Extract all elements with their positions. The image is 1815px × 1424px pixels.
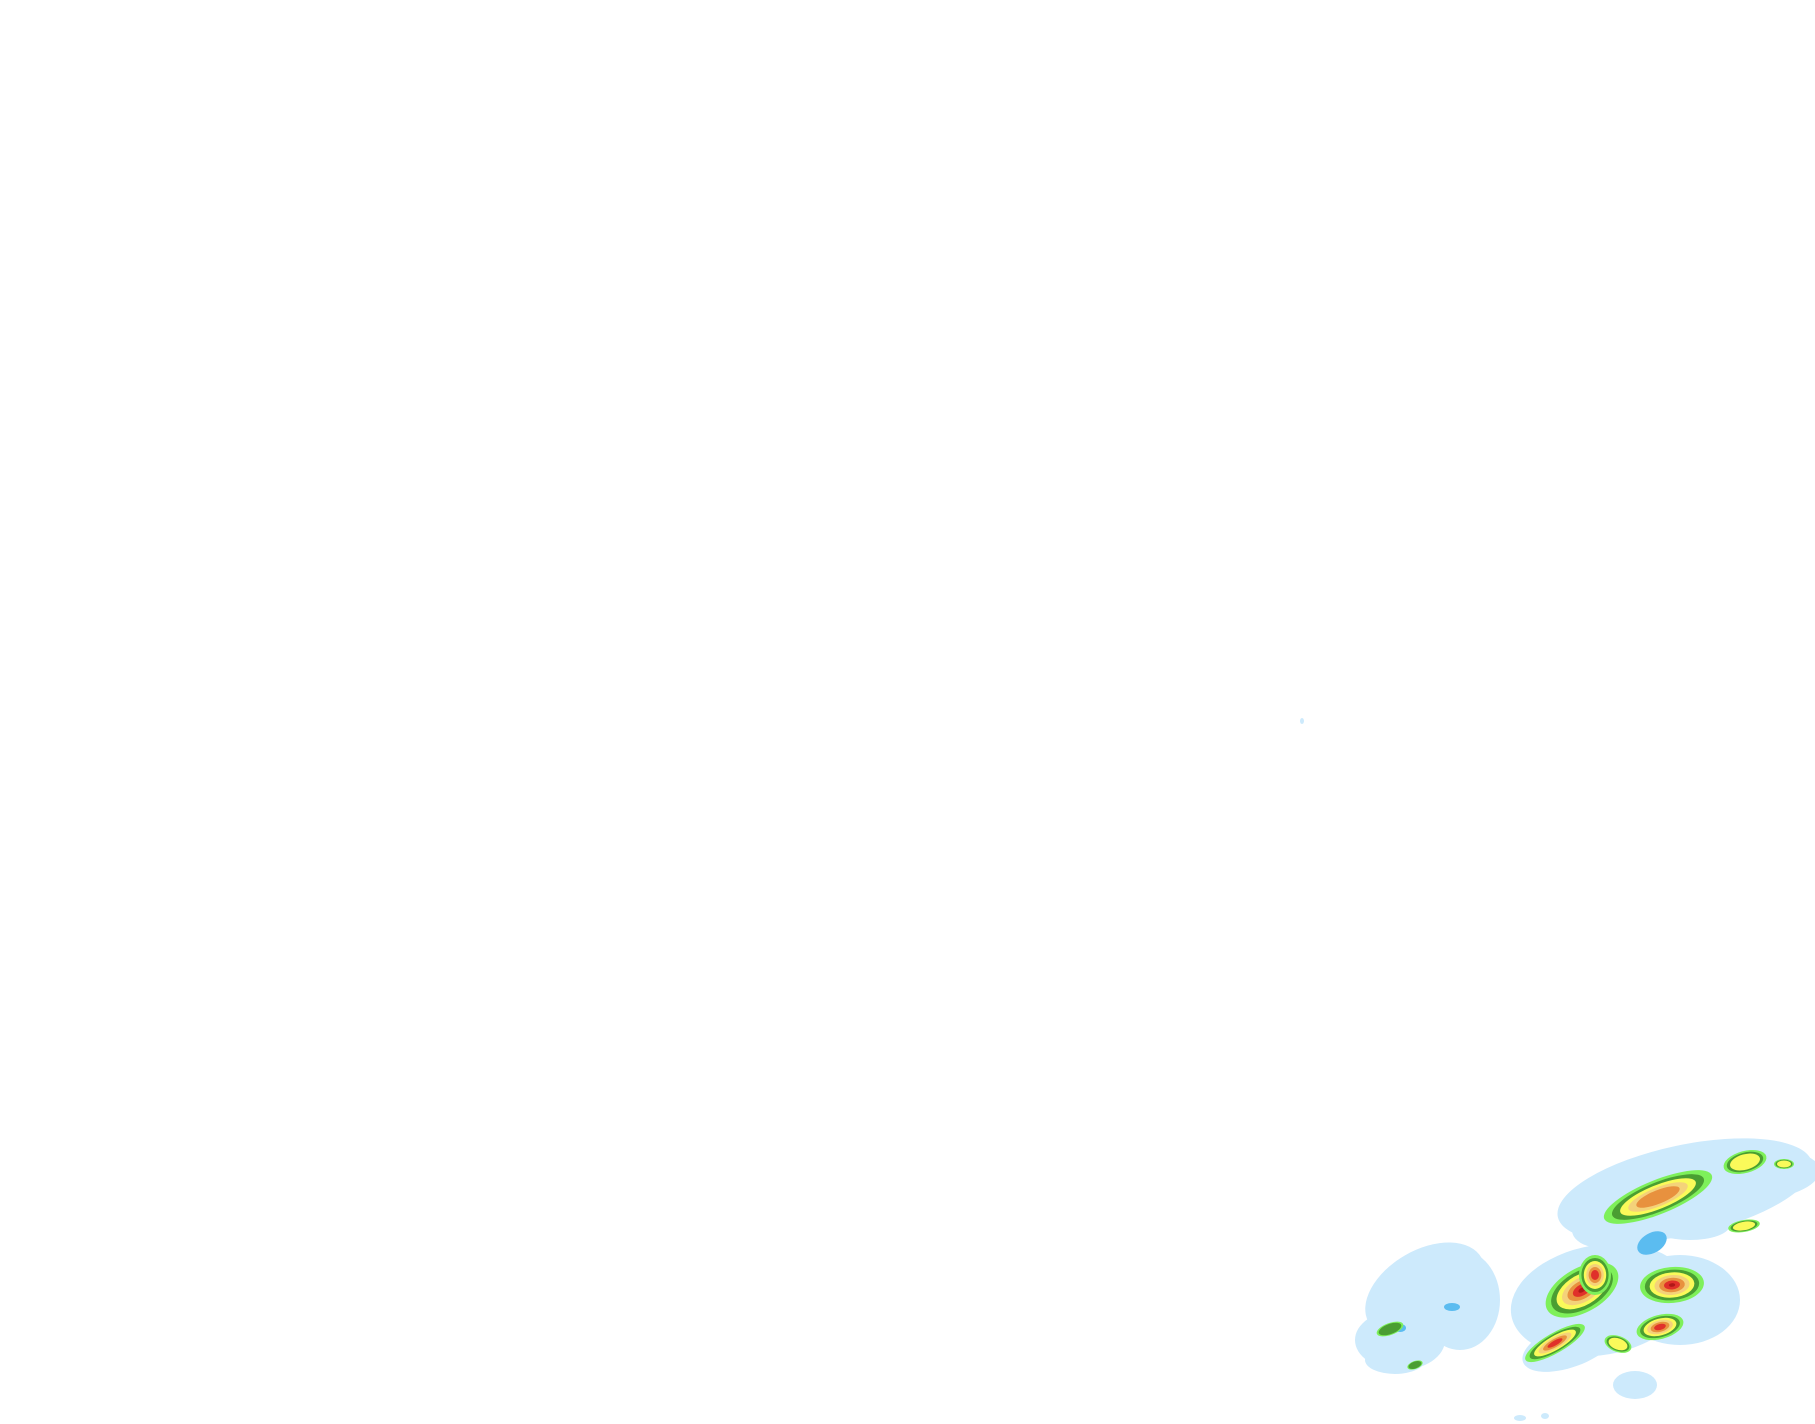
moderate-rain-patch-0 [1637, 1231, 1667, 1255]
light-rain-area-9 [1613, 1371, 1657, 1399]
light-rain-area-5 [1420, 1250, 1500, 1350]
storm-cell-west-1-level-1 [1378, 1322, 1402, 1336]
storm-cell-north-level-2 [1729, 1153, 1761, 1171]
light-rain-area-11 [1365, 1346, 1425, 1374]
storm-cell-central-north-level-5 [1591, 1270, 1599, 1280]
light-rain-area-14 [1541, 1413, 1549, 1419]
storm-cell-right-level-6 [1668, 1283, 1676, 1287]
moderate-rain-patch-1 [1444, 1303, 1460, 1311]
storm-cell-lower-right-level-5 [1654, 1323, 1666, 1331]
storm-cell-lower-left-level-5 [1547, 1338, 1563, 1348]
storm-cell-northeast-level-4 [1636, 1186, 1680, 1208]
light-rain-area-12 [1300, 718, 1304, 724]
light-rain-area-13 [1514, 1415, 1526, 1421]
storm-cell-west-2-level-1 [1408, 1361, 1422, 1369]
storm-cell-far-northeast-level-2 [1777, 1160, 1791, 1168]
light-rain-area-10 [1650, 1210, 1730, 1240]
storm-cell-small-south-level-2 [1608, 1337, 1628, 1351]
storm-cell-east-level-2 [1732, 1221, 1756, 1231]
